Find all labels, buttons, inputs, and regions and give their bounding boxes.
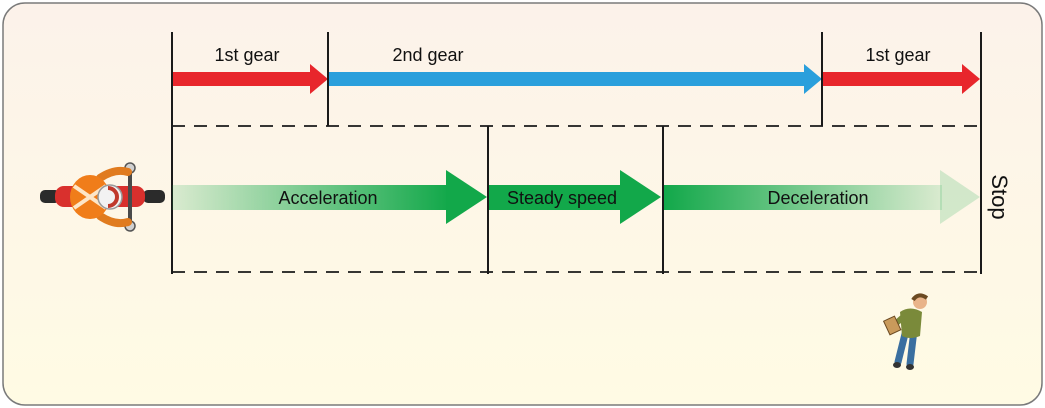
motorcycle-rider-icon [40, 162, 165, 232]
stop-label: Stop [987, 174, 1012, 219]
first-gear-end-label: 1st gear [865, 45, 930, 65]
gear-arrows [172, 64, 980, 94]
phase-dividers [487, 126, 664, 274]
acceleration-label: Acceleration [278, 188, 377, 208]
lane-dashed-lines [172, 125, 981, 273]
first-gear-start-label: 1st gear [214, 45, 279, 65]
second-gear-arrow [328, 64, 822, 94]
acceleration-arrow [172, 170, 487, 224]
observer-with-clipboard-icon [882, 293, 929, 370]
second-gear-label: 2nd gear [392, 45, 463, 65]
first-gear-start-arrow [172, 64, 328, 94]
deceleration-label: Deceleration [767, 188, 868, 208]
deceleration-arrow [664, 170, 980, 224]
steady-speed-arrow [489, 170, 661, 224]
steady-speed-label: Steady speed [507, 188, 617, 208]
first-gear-end-arrow [822, 64, 980, 94]
gear-dividers [171, 32, 982, 274]
